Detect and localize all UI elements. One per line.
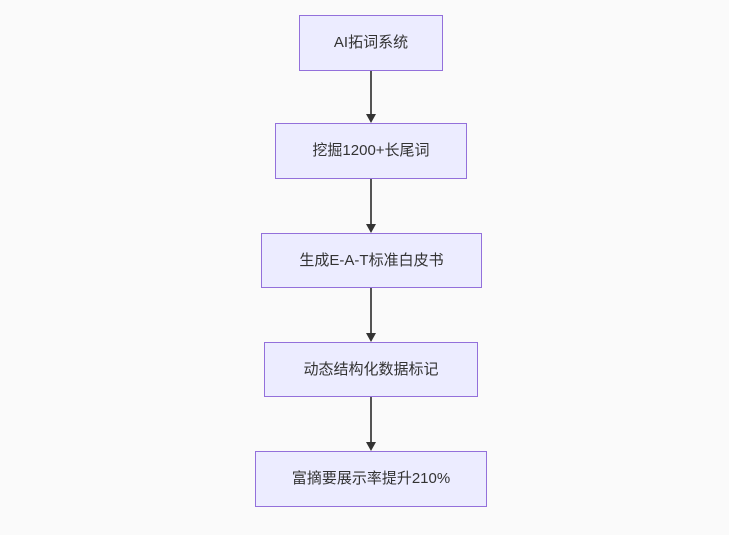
- arrowhead-down-icon: [365, 224, 376, 233]
- flow-arrow-2: [365, 179, 377, 233]
- flow-node-ai-word-expansion: AI拓词系统: [299, 15, 443, 71]
- flow-node-longtail-mining: 挖掘1200+长尾词: [275, 123, 467, 179]
- flow-node-rich-snippet-uplift: 富摘要展示率提升210%: [255, 451, 487, 507]
- arrow-line: [370, 71, 372, 117]
- arrow-line: [370, 397, 372, 445]
- flow-arrow-4: [365, 397, 377, 451]
- flow-arrow-1: [365, 71, 377, 123]
- arrow-line: [370, 179, 372, 227]
- arrowhead-down-icon: [365, 114, 376, 123]
- flow-arrow-3: [365, 288, 377, 342]
- flow-node-eat-whitepaper: 生成E-A-T标准白皮书: [261, 233, 482, 288]
- flow-node-structured-data-markup: 动态结构化数据标记: [264, 342, 478, 397]
- arrowhead-down-icon: [365, 442, 376, 451]
- arrow-line: [370, 288, 372, 336]
- arrowhead-down-icon: [365, 333, 376, 342]
